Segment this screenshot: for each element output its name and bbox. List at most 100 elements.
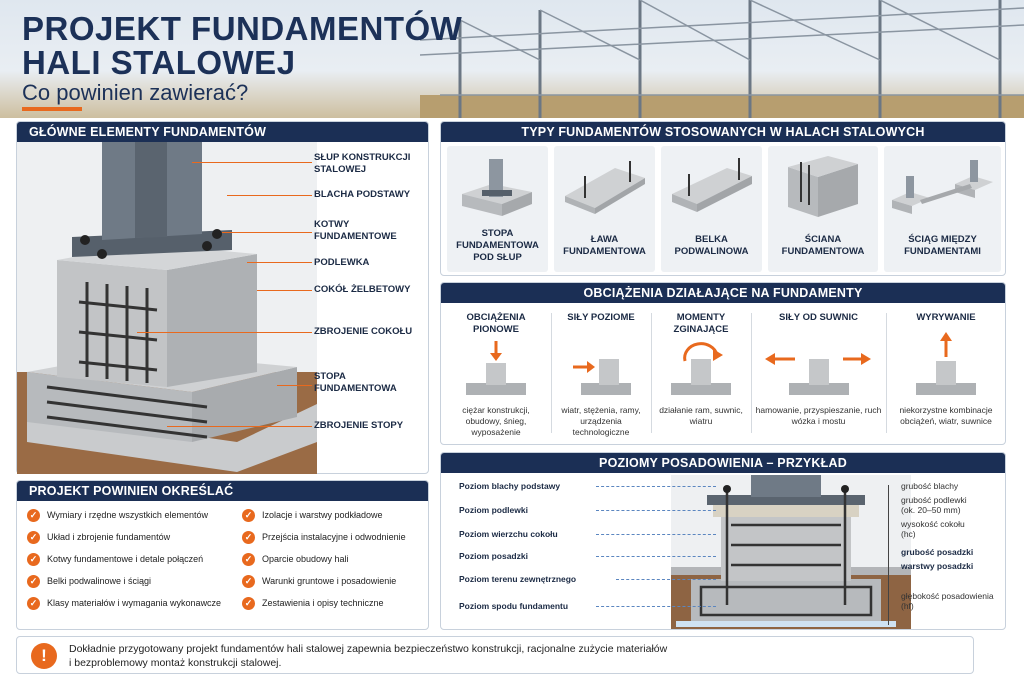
dim-text: grubość posadzki — [901, 547, 974, 557]
project-panel: PROJEKT POWINIEN OKREŚLAĆ ✓ Wymiary i rz… — [16, 480, 429, 630]
check-icon: ✓ — [242, 509, 255, 522]
list-item: Układ i zbrojenie fundamentów — [47, 532, 171, 542]
load-desc: działanie ram, suwnic, wiatru — [659, 405, 743, 426]
leader-line — [137, 332, 312, 333]
check-icon: ✓ — [242, 531, 255, 544]
load-item: WYRYWANIE niekorzystne kombinacje obciąż… — [886, 309, 1006, 441]
list-item: Oparcie obudowy hali — [262, 554, 349, 564]
dim-text: wysokość cokołu — [901, 519, 965, 529]
load-desc: ciężar konstrukcji, obudowy, śnieg, wypo… — [462, 405, 530, 437]
type-card: ŁAWA FUNDAMENTOWA — [554, 146, 655, 272]
footer-text-line2: i bezproblemowy montaż konstrukcji stalo… — [69, 657, 282, 669]
dim-text: grubość blachy — [901, 481, 959, 491]
foundation-section-illustration — [671, 475, 911, 629]
leader-line — [247, 262, 312, 263]
check-icon: ✓ — [242, 575, 255, 588]
footer-note: ! Dokładnie przygotowany projekt fundame… — [16, 636, 974, 674]
leader-line — [222, 232, 312, 233]
warning-icon: ! — [31, 643, 57, 669]
load-title: OBCIĄŻENIA PIONOWE — [466, 312, 526, 335]
divider — [651, 313, 652, 433]
page-title-line1: PROJEKT FUNDAMENTÓW — [22, 10, 463, 47]
type-label: BELKA PODWALINOWA — [674, 234, 749, 257]
tie-beam-icon — [892, 160, 993, 214]
dim-text: grubość podlewki — [901, 495, 967, 505]
label-anchor-bolts: KOTWY FUNDAMENTOWE — [314, 219, 397, 242]
load-item: SIŁY POZIOME wiatr, stężenia, ramy, urzą… — [551, 309, 651, 441]
project-panel-title: PROJEKT POWINIEN OKREŚLAĆ — [17, 481, 428, 501]
check-icon: ✓ — [242, 553, 255, 566]
type-card: ŚCIANA FUNDAMENTOWA — [768, 146, 878, 272]
loads-panel: OBCIĄŻENIA DZIAŁAJĄCE NA FUNDAMENTY OBCI… — [440, 282, 1006, 445]
grade-beam-icon — [672, 158, 752, 212]
steel-frame-illustration — [420, 0, 1024, 118]
type-label: STOPA FUNDAMENTOWA POD SŁUP — [456, 228, 539, 263]
list-item: Warunki gruntowe i posadowienie — [262, 576, 397, 586]
load-title: MOMENTY ZGINAJĄCE — [673, 312, 729, 335]
dimension-line — [888, 485, 889, 625]
footing-icon — [462, 159, 532, 216]
list-item: Kotwy fundamentowe i detale połączeń — [47, 554, 204, 564]
list-item: Zestawienia i opisy techniczne — [262, 598, 384, 608]
type-label: ŚCIANA FUNDAMENTOWA — [781, 234, 865, 257]
level-line — [596, 534, 716, 535]
horizontal-load-icon — [573, 359, 631, 395]
level-label: Poziom spodu fundamentu — [459, 601, 569, 611]
types-panel: TYPY FUNDAMENTÓW STOSOWANYCH W HALACH ST… — [440, 121, 1006, 276]
leader-line — [277, 385, 312, 386]
level-line — [596, 510, 716, 511]
check-icon: ✓ — [242, 597, 255, 610]
level-line — [596, 486, 716, 487]
type-card: STOPA FUNDAMENTOWA POD SŁUP — [447, 146, 548, 272]
divider — [551, 313, 552, 433]
check-icon: ✓ — [27, 509, 40, 522]
label-footing: STOPA FUNDAMENTOWA — [314, 371, 397, 394]
dim-text: (ok. 20–50 mm) — [901, 505, 961, 515]
load-title: SIŁY OD SUWNIC — [779, 312, 858, 323]
dim-text: głębokość posadowienia — [901, 591, 994, 601]
label-grout: PODLEWKA — [314, 257, 370, 268]
level-label: Poziom blachy podstawy — [459, 481, 561, 491]
crane-load-icon — [765, 353, 871, 395]
level-line — [616, 579, 716, 580]
label-base-plate: BLACHA PODSTAWY — [314, 189, 411, 200]
load-item: OBCIĄŻENIA PIONOWE ciężar konstrukcji, o… — [441, 309, 551, 441]
leader-line — [167, 426, 312, 427]
label-footing-reinforcement: ZBROJENIE STOPY — [314, 420, 404, 431]
leader-line — [257, 290, 312, 291]
load-title: WYRYWANIE — [916, 312, 976, 323]
accent-bar — [22, 107, 82, 111]
foundation-cutaway-illustration — [17, 142, 317, 474]
leader-line — [192, 162, 312, 163]
type-label: ŚCIĄG MIĘDZY FUNDAMENTAMI — [904, 234, 981, 257]
load-desc: hamowanie, przyspieszanie, ruch wózka i … — [755, 405, 882, 426]
load-item: SIŁY OD SUWNIC hamowanie, przyspieszanie… — [751, 309, 886, 441]
level-label: Poziom terenu zewnętrznego — [459, 574, 577, 584]
type-card: ŚCIĄG MIĘDZY FUNDAMENTAMI — [884, 146, 1001, 272]
list-item: Izolacje i warstwy podkładowe — [262, 510, 383, 520]
label-steel-column: SŁUP KONSTRUKCJI STALOWEJ — [314, 152, 411, 175]
level-line — [596, 606, 716, 607]
levels-panel: POZIOMY POSADOWIENIA – PRZYKŁAD Poziom b… — [440, 452, 1006, 630]
foundation-wall-icon — [788, 156, 858, 217]
loads-panel-title: OBCIĄŻENIA DZIAŁAJĄCE NA FUNDAMENTY — [441, 283, 1005, 303]
page-subtitle: Co powinien zawierać? — [22, 80, 249, 105]
load-title: SIŁY POZIOME — [567, 312, 635, 323]
level-label: Poziom podlewki — [459, 505, 528, 515]
label-pedestal: COKÓŁ ŻELBETOWY — [314, 284, 411, 295]
elements-panel-title: GŁÓWNE ELEMENTY FUNDAMENTÓW — [17, 122, 428, 142]
level-label: Poziom wierzchu cokołu — [459, 529, 558, 539]
bending-moment-icon — [671, 342, 731, 395]
list-item: Belki podwalinowe i ściągi — [47, 576, 152, 586]
check-icon: ✓ — [27, 553, 40, 566]
strip-footing-icon — [565, 161, 645, 214]
dim-text: (hf) — [901, 601, 914, 611]
type-label: ŁAWA FUNDAMENTOWA — [563, 234, 646, 257]
vertical-load-icon — [466, 341, 526, 395]
elements-panel: GŁÓWNE ELEMENTY FUNDAMENTÓW SŁUP KONSTRU… — [16, 121, 429, 474]
footer-text-line1: Dokładnie przygotowany projekt fundament… — [69, 643, 668, 655]
list-item: Przejścia instalacyjne i odwodnienie — [262, 532, 406, 542]
load-desc: wiatr, stężenia, ramy, urządzenia techno… — [561, 405, 641, 437]
level-label: Poziom posadzki — [459, 551, 528, 561]
dim-text: warstwy posadzki — [901, 561, 974, 571]
